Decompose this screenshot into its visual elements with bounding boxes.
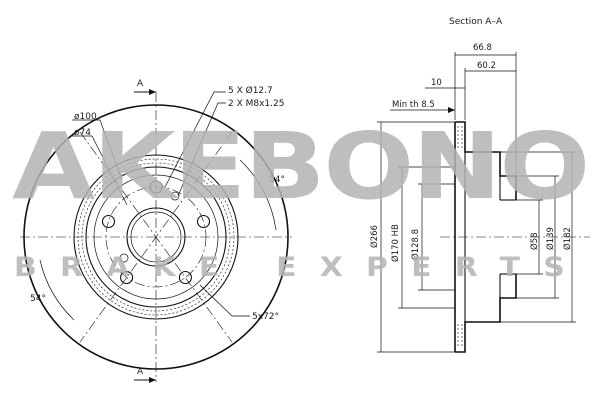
- watermark-brand: AKEBONO: [12, 113, 588, 220]
- dim-d170: Ø170 HB: [390, 224, 401, 262]
- section-view: Section A–A 66.8 60.2 10 Min th 8.5 Ø266: [369, 17, 590, 353]
- thread-holes: [119, 191, 180, 263]
- dim-d128: Ø128.8: [410, 229, 421, 260]
- dim-d139: Ø139: [545, 227, 556, 250]
- label-angle-left: 54°: [30, 294, 46, 304]
- section-arrow-top-head: [149, 89, 156, 95]
- dim-hat-height: 60.2: [477, 61, 496, 71]
- stud-hole: [196, 214, 211, 229]
- stud-holes: [101, 180, 211, 285]
- label-hole-pattern: 5 X Ø12.7: [228, 85, 273, 96]
- label-dia-100: ø100: [74, 112, 97, 122]
- label-thread-holes: 2 X M8x1.25: [228, 99, 284, 109]
- stud-hole: [101, 214, 116, 229]
- stud-hole: [178, 270, 192, 285]
- section-title: Section A–A: [449, 17, 503, 27]
- thread-hole: [119, 253, 129, 263]
- disc-profile-bottom: [455, 274, 517, 353]
- dim-d266: Ø266: [369, 225, 380, 248]
- section-marker-top: A: [137, 79, 144, 89]
- label-angle-right: 54°: [269, 175, 285, 185]
- watermark: AKEBONO BRAKE EXPERTS: [12, 113, 590, 283]
- label-spacing: 5x72°: [252, 312, 279, 322]
- angled-centerline-b: [79, 131, 233, 343]
- watermark-tagline: BRAKE EXPERTS: [14, 252, 588, 283]
- leader-thread: [177, 102, 226, 197]
- dim-thickness: 10: [431, 78, 442, 88]
- section-arrow-bottom-head: [149, 377, 156, 383]
- dim-overall-height: 66.8: [473, 43, 492, 53]
- angle-arc-left: [39, 259, 75, 321]
- stud-hole: [120, 270, 134, 285]
- stud-hole: [149, 180, 163, 194]
- thread-hole: [170, 191, 180, 201]
- label-dia-74: ø74: [74, 128, 91, 138]
- dim-min-thickness: Min th 8.5: [392, 100, 435, 110]
- section-marker-bottom: A: [137, 367, 144, 377]
- dim-d58: Ø58: [529, 232, 540, 250]
- leader-dia-100: [72, 119, 123, 181]
- dim-arrow-min-th: [448, 107, 455, 113]
- leader-dia-74: [72, 135, 128, 206]
- leader-spacing: [199, 284, 250, 317]
- front-view: A A 5 X Ø12.7 2 X M8x1.25 ø100 ø74 54° 5…: [20, 79, 292, 383]
- leader-hole-pattern: [164, 91, 226, 188]
- dim-d182: Ø182: [562, 227, 573, 250]
- angle-arc-right: [239, 159, 277, 231]
